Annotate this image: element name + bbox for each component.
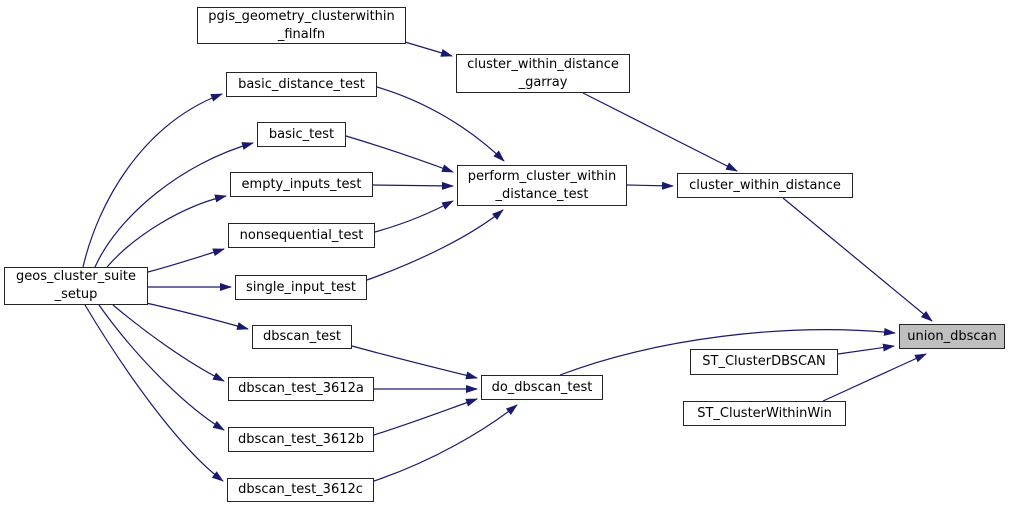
edge-empty_inputs_test-to-perform_cluster_within_distance_test [372, 181, 454, 190]
edge-geos_cluster_suite_setup-to-dbscan_test_3612b [98, 304, 225, 431]
node-dbscan_test_3612a[interactable]: dbscan_test_3612a [228, 377, 374, 401]
node-dbscan_test_3612b[interactable]: dbscan_test_3612b [228, 427, 374, 452]
node-single_input_test[interactable]: single_input_test [235, 275, 367, 300]
edge-dbscan_test_3612c-to-do_dbscan_test [373, 404, 518, 482]
edge-geos_cluster_suite_setup-to-dbscan_test_3612a [112, 304, 225, 382]
edge-cluster_within_distance_garray-to-cluster_within_distance [582, 92, 738, 172]
edge-geos_cluster_suite_setup-to-dbscan_test [145, 302, 249, 330]
edge-ST_ClusterDBSCAN-to-union_dbscan [837, 343, 895, 355]
edge-dbscan_test-to-do_dbscan_test [351, 345, 478, 380]
node-do_dbscan_test[interactable]: do_dbscan_test [481, 375, 603, 400]
node-ST_ClusterWithinWin[interactable]: ST_ClusterWithinWin [683, 401, 846, 426]
edge-geos_cluster_suite_setup-to-dbscan_test_3612c [84, 304, 224, 482]
node-empty_inputs_test[interactable]: empty_inputs_test [230, 172, 373, 197]
edge-geos_cluster_suite_setup-to-basic_distance_test [82, 93, 223, 268]
node-geos_cluster_suite_setup[interactable]: geos_cluster_suite _setup [4, 267, 148, 305]
node-pgis_geometry_clusterwithin_finalfn[interactable]: pgis_geometry_clusterwithin _finalfn [197, 7, 406, 44]
node-dbscan_test[interactable]: dbscan_test [252, 325, 352, 349]
edge-basic_test-to-perform_cluster_within_distance_test [345, 135, 454, 173]
edge-do_dbscan_test-to-union_dbscan [559, 327, 896, 376]
node-cluster_within_distance_garray[interactable]: cluster_within_distance _garray [456, 54, 630, 93]
edge-single_input_test-to-perform_cluster_within_distance_test [366, 209, 504, 281]
node-basic_test[interactable]: basic_test [257, 122, 346, 147]
node-union_dbscan: union_dbscan [899, 324, 1005, 349]
edge-cluster_within_distance-to-union_dbscan [782, 197, 933, 322]
node-dbscan_test_3612c[interactable]: dbscan_test_3612c [227, 478, 374, 502]
edge-dbscan_test_3612b-to-do_dbscan_test [373, 398, 478, 436]
node-ST_ClusterDBSCAN[interactable]: ST_ClusterDBSCAN [690, 349, 838, 375]
node-nonsequential_test[interactable]: nonsequential_test [228, 223, 375, 248]
edge-nonsequential_test-to-perform_cluster_within_distance_test [374, 200, 454, 233]
edge-geos_cluster_suite_setup-to-nonsequential_test [147, 248, 225, 273]
edge-geos_cluster_suite_setup-to-empty_inputs_test [106, 194, 227, 268]
node-perform_cluster_within_distance_test[interactable]: perform_cluster_within _distance_test [457, 165, 627, 206]
edge-ST_ClusterWithinWin-to-union_dbscan [822, 353, 927, 402]
edge-pgis_geometry_clusterwithin_finalfn-to-cluster_within_distance_garray [404, 41, 453, 57]
node-basic_distance_test[interactable]: basic_distance_test [226, 72, 377, 97]
edge-perform_cluster_within_distance_test-to-cluster_within_distance [626, 181, 674, 190]
node-cluster_within_distance[interactable]: cluster_within_distance [677, 173, 853, 198]
edge-geos_cluster_suite_setup-to-basic_test [94, 142, 254, 268]
edge-basic_distance_test-to-perform_cluster_within_distance_test [376, 86, 505, 162]
